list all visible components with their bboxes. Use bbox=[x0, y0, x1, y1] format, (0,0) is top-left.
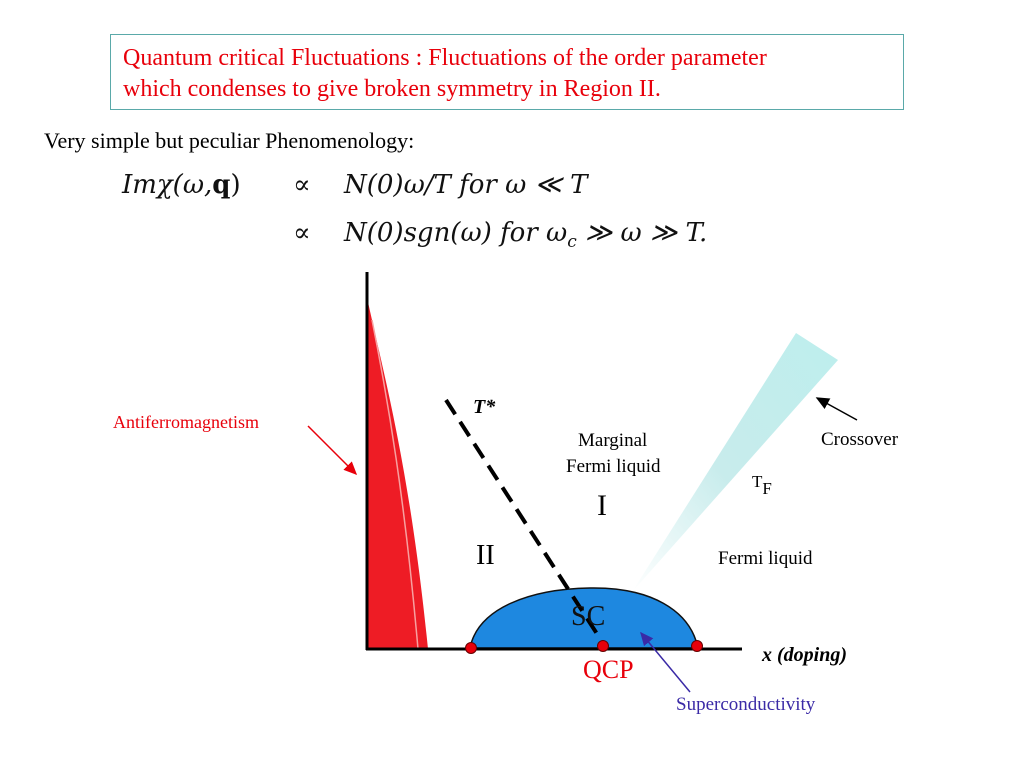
eq-lhs-q: q bbox=[212, 170, 231, 200]
eq-rhs-1: N(0)ω/T for ω ≪ T bbox=[344, 170, 588, 200]
tf-label: TF bbox=[752, 472, 772, 498]
marginal-label-1: Marginal bbox=[578, 430, 647, 451]
title-box: Quantum critical Fluctuations : Fluctuat… bbox=[110, 34, 904, 110]
subtitle: Very simple but peculiar Phenomenology: bbox=[44, 128, 415, 153]
sc-label: SC bbox=[571, 601, 605, 632]
afm-inner-line bbox=[371, 319, 419, 650]
eq-rhs-2: N(0)sgn(ω) for ω bbox=[344, 218, 568, 248]
eq-rhs-2-sub: c bbox=[567, 232, 577, 253]
tf-main: T bbox=[752, 472, 763, 491]
tf-sub: F bbox=[762, 479, 771, 498]
eq-prop-1: ∝ bbox=[293, 170, 311, 200]
superconductivity-label: Superconductivity bbox=[676, 694, 816, 715]
x-axis-label: x (doping) bbox=[761, 644, 847, 666]
t-star-label: T* bbox=[473, 396, 496, 418]
marginal-label-2: Fermi liquid bbox=[566, 456, 661, 477]
eq-prop-2: ∝ bbox=[293, 218, 311, 248]
crossover-label: Crossover bbox=[821, 429, 899, 450]
title-line-2: which condenses to give broken symmetry … bbox=[123, 76, 661, 102]
dome-right-point bbox=[691, 640, 703, 652]
eq-lhs-close: ) bbox=[230, 170, 241, 200]
title-line-1: Quantum critical Fluctuations : Fluctuat… bbox=[123, 45, 767, 71]
region-2-label: II bbox=[476, 540, 495, 571]
equation-line-2: N(0)sgn(ω) for ωc ≫ ω ≫ T. bbox=[344, 218, 707, 252]
region-1-label: I bbox=[597, 489, 607, 522]
afm-label: Antiferromagnetism bbox=[113, 412, 259, 432]
eq-lhs: Imχ(ω, bbox=[122, 170, 213, 200]
afm-arrow bbox=[307, 425, 358, 476]
t-star-line bbox=[444, 398, 603, 642]
crossover-fan bbox=[632, 333, 838, 592]
qcp-point bbox=[597, 640, 609, 652]
crossover-arrow bbox=[815, 397, 858, 421]
qcp-label: QCP bbox=[583, 655, 634, 684]
equation-line-1: Imχ(ω,q) bbox=[122, 170, 241, 200]
eq-rhs-2-tail: ≫ ω ≫ T. bbox=[576, 218, 708, 248]
dome-left-point bbox=[465, 642, 477, 654]
superconductivity-arrow bbox=[640, 631, 691, 693]
fermi-liquid-label: Fermi liquid bbox=[718, 548, 813, 569]
